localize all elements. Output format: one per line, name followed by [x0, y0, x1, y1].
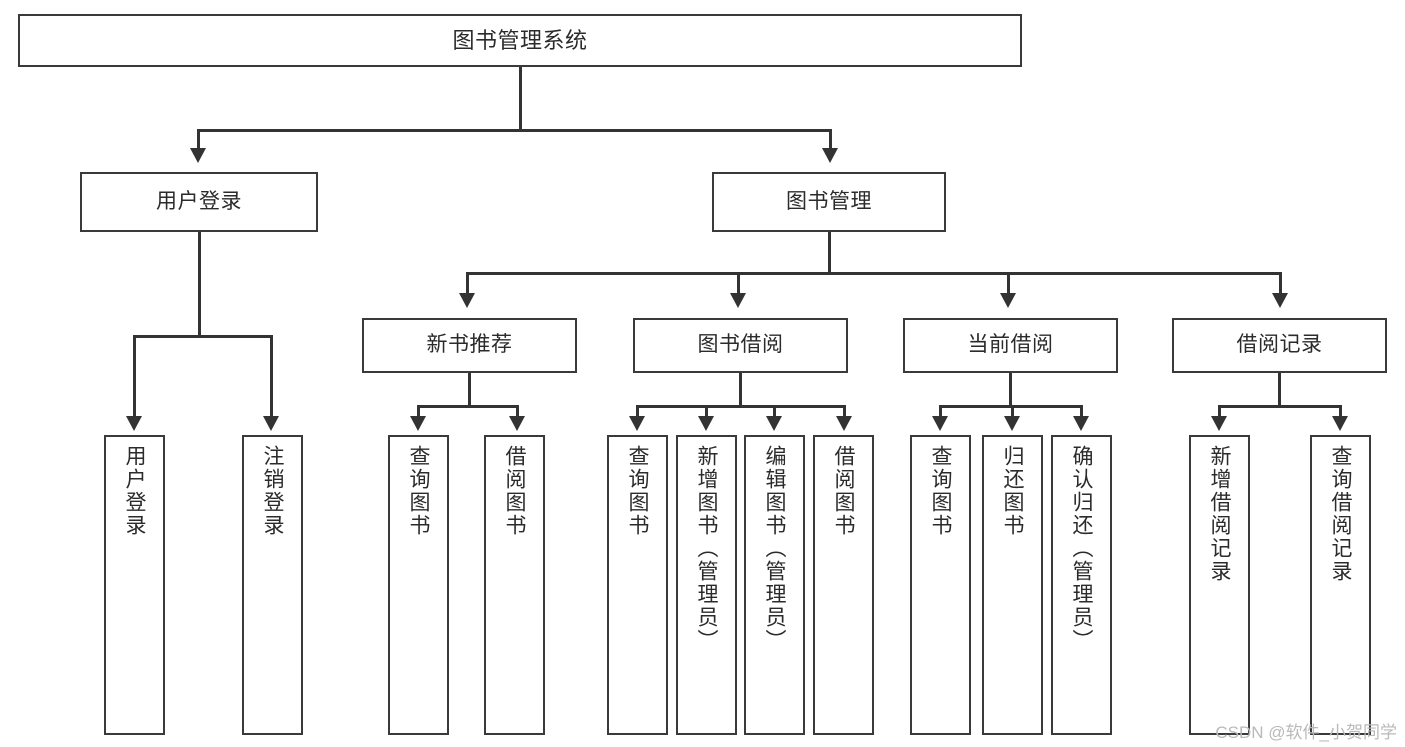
- connector-book-manage-bus: [466, 272, 1282, 275]
- connector-user-login-drop-2: [270, 335, 273, 417]
- node-borrow-record[interactable]: 借阅记录: [1172, 318, 1387, 373]
- connector-root-to-user-login: [197, 129, 200, 149]
- node-label: 注销登录: [261, 445, 284, 537]
- leaf-add-record[interactable]: 新增借阅记录: [1189, 435, 1250, 735]
- connector-root-to-book-manage: [829, 129, 832, 149]
- connector-user-login-stem: [198, 232, 201, 337]
- node-label: 查询图书: [626, 445, 649, 537]
- connector-cb-drop-3: [1080, 405, 1083, 417]
- connector-bb-drop-1: [636, 405, 639, 417]
- node-label: 图书管理系统: [452, 27, 588, 53]
- connector-nbr-drop-2: [516, 405, 519, 417]
- connector-cb-bus: [939, 405, 1082, 408]
- arrowhead-leaf-query-book-1: [410, 416, 426, 431]
- leaf-borrow-book-2[interactable]: 借阅图书: [813, 435, 874, 735]
- connector-cb-stem: [1009, 373, 1012, 407]
- node-label: 新增图书（管理员）: [695, 445, 718, 652]
- arrowhead-book-borrow: [730, 293, 746, 308]
- leaf-confirm-return[interactable]: 确认归还（管理员）: [1051, 435, 1112, 735]
- connector-nbr-stem: [468, 373, 471, 407]
- connector-nbr-drop-1: [417, 405, 420, 417]
- arrowhead-current-borrow: [1000, 293, 1016, 308]
- arrowhead-leaf-confirm-return: [1073, 416, 1089, 431]
- node-label: 用户登录: [123, 445, 146, 537]
- arrowhead-leaf-query-book-2: [629, 416, 645, 431]
- connector-cb-drop-2: [1011, 405, 1014, 417]
- connector-br-stem: [1278, 373, 1281, 407]
- connector-book-manage-stem: [828, 232, 831, 274]
- node-label: 图书管理: [786, 189, 872, 213]
- leaf-user-login[interactable]: 用户登录: [104, 435, 165, 735]
- arrowhead-leaf-logout: [263, 416, 279, 431]
- connector-root-bus: [197, 129, 832, 132]
- leaf-add-book[interactable]: 新增图书（管理员）: [676, 435, 737, 735]
- leaf-query-record[interactable]: 查询借阅记录: [1310, 435, 1371, 735]
- arrowhead-borrow-record: [1272, 293, 1288, 308]
- watermark-text: CSDN @软件_小贺同学: [1215, 723, 1397, 742]
- connector-bb-drop-3: [773, 405, 776, 417]
- connector-bm-drop-1: [466, 272, 469, 294]
- node-label: 用户登录: [156, 189, 242, 213]
- arrowhead-leaf-query-book-3: [932, 416, 948, 431]
- node-book-manage[interactable]: 图书管理: [712, 172, 946, 232]
- arrowhead-leaf-add-record: [1211, 416, 1227, 431]
- node-book-borrow[interactable]: 图书借阅: [633, 318, 848, 373]
- arrowhead-leaf-borrow-book-1: [509, 416, 525, 431]
- arrowhead-leaf-add-book: [698, 416, 714, 431]
- connector-cb-drop-1: [939, 405, 942, 417]
- node-label: 图书借阅: [697, 333, 784, 357]
- connector-bb-stem: [739, 373, 742, 407]
- node-label: 借阅图书: [503, 445, 526, 537]
- connector-br-drop-2: [1339, 405, 1342, 417]
- node-label: 查询图书: [929, 445, 952, 537]
- node-label: 新增借阅记录: [1208, 445, 1231, 583]
- leaf-logout[interactable]: 注销登录: [242, 435, 303, 735]
- node-label: 编辑图书（管理员）: [763, 445, 786, 652]
- node-label: 归还图书: [1001, 445, 1024, 537]
- connector-root-stem: [519, 67, 522, 131]
- leaf-edit-book[interactable]: 编辑图书（管理员）: [744, 435, 805, 735]
- arrowhead-book-manage: [822, 148, 838, 163]
- arrowhead-new-book-recommend: [459, 293, 475, 308]
- connector-br-drop-1: [1218, 405, 1221, 417]
- leaf-query-book-2[interactable]: 查询图书: [607, 435, 668, 735]
- node-label: 借阅记录: [1236, 333, 1323, 357]
- leaf-query-book-3[interactable]: 查询图书: [910, 435, 971, 735]
- connector-user-login-bus: [133, 335, 272, 338]
- node-label: 新书推荐: [426, 333, 513, 357]
- leaf-query-book-1[interactable]: 查询图书: [388, 435, 449, 735]
- connector-bm-drop-3: [1007, 272, 1010, 294]
- connector-bb-drop-4: [843, 405, 846, 417]
- arrowhead-leaf-return-book: [1004, 416, 1020, 431]
- arrowhead-user-login: [190, 148, 206, 163]
- node-label: 查询图书: [407, 445, 430, 537]
- connector-bm-drop-2: [737, 272, 740, 294]
- connector-bm-drop-4: [1279, 272, 1282, 294]
- node-user-login[interactable]: 用户登录: [80, 172, 318, 232]
- leaf-return-book[interactable]: 归还图书: [982, 435, 1043, 735]
- node-root-system[interactable]: 图书管理系统: [18, 14, 1022, 67]
- node-label: 查询借阅记录: [1329, 445, 1352, 583]
- arrowhead-leaf-query-record: [1332, 416, 1348, 431]
- node-current-borrow[interactable]: 当前借阅: [903, 318, 1118, 373]
- node-label: 借阅图书: [832, 445, 855, 537]
- node-label: 当前借阅: [967, 333, 1054, 357]
- leaf-borrow-book-1[interactable]: 借阅图书: [484, 435, 545, 735]
- node-label: 确认归还（管理员）: [1070, 445, 1093, 652]
- connector-nbr-bus: [417, 405, 519, 408]
- arrowhead-leaf-borrow-book-2: [836, 416, 852, 431]
- arrowhead-leaf-edit-book: [766, 416, 782, 431]
- connector-user-login-drop-1: [133, 335, 136, 417]
- node-new-book-recommend[interactable]: 新书推荐: [362, 318, 577, 373]
- connector-bb-drop-2: [705, 405, 708, 417]
- arrowhead-leaf-user-login: [126, 416, 142, 431]
- connector-bb-bus: [636, 405, 846, 408]
- connector-br-bus: [1218, 405, 1342, 408]
